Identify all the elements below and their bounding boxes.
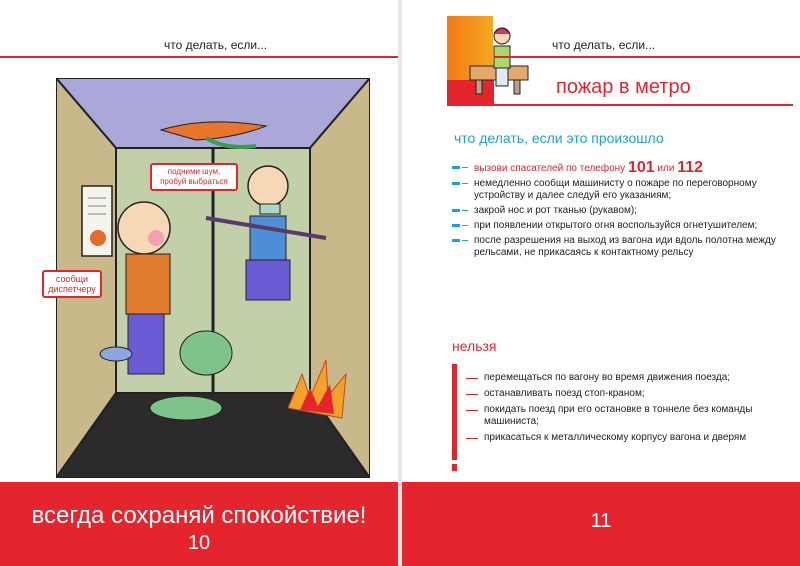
woman-on-bench-illustration — [469, 27, 529, 95]
list-item: перемещаться по вагону во время движения… — [466, 372, 796, 384]
list-item: при появлении открытого огня воспользуйс… — [452, 220, 782, 232]
list-item-call-rescuers: вызови спасателей по телефону 101 или 11… — [452, 159, 782, 176]
right-page-header: что делать, если... — [552, 38, 656, 52]
right-page: что делать, если... пожар в метро что де… — [402, 0, 800, 566]
page-title: пожар в метро — [556, 76, 691, 98]
forbidden-exclamation-bar — [452, 364, 457, 460]
list-item-text: после разрешения на выход из вагона иди … — [474, 235, 776, 258]
section-heading-what-to-do: что делать, если это произошло — [454, 130, 664, 146]
page-number-left: 10 — [187, 532, 211, 554]
left-page: что делать, если... — [0, 0, 398, 566]
bullet-tick-icon — [462, 240, 468, 241]
dash-marker-icon — [466, 410, 478, 411]
bullet-marker-icon — [452, 209, 460, 212]
instructions-list: вызови спасателей по телефону 101 или 11… — [452, 159, 782, 262]
list-item: останавливать поезд стоп-краном; — [466, 388, 796, 400]
list-item-text: при появлении открытого огня воспользуйс… — [474, 220, 758, 231]
dash-marker-icon — [466, 394, 478, 395]
callout-tell-dispatcher: сообщи диспетчеру — [42, 270, 102, 298]
callout-make-noise: подними шум, пробуй выбраться — [150, 163, 238, 191]
list-item-text: покидать поезд при его остановке в тонне… — [484, 404, 753, 427]
dash-marker-icon — [466, 438, 478, 439]
title-white-panel — [494, 70, 794, 104]
bullet-tick-icon — [462, 210, 468, 211]
list-item-text: закрой нос и рот тканью (рукавом); — [474, 205, 637, 216]
right-header-rule — [494, 56, 800, 58]
call-prefix: вызови спасателей по телефону — [474, 163, 626, 174]
list-item: покидать поезд при его остановке в тонне… — [466, 404, 796, 428]
bullet-tick-icon — [462, 225, 468, 226]
list-item: прикасаться к металлическому корпусу ваг… — [466, 432, 796, 444]
list-item: немедленно сообщи машинисту о пожаре по … — [452, 178, 782, 202]
footer-slogan: всегда сохраняй спокойствие! — [31, 502, 367, 529]
right-footer: 11 — [402, 482, 800, 566]
list-item-text: перемещаться по вагону во время движения… — [484, 372, 731, 383]
forbidden-exclamation-dot — [452, 464, 457, 471]
list-item-text: прикасаться к металлическому корпусу ваг… — [484, 432, 747, 443]
elevator-illustration — [56, 78, 370, 478]
call-or: или — [657, 163, 675, 174]
book-gutter — [398, 0, 402, 566]
bullet-marker-icon — [452, 182, 460, 185]
bullet-tick-icon — [462, 183, 468, 184]
bullet-marker-icon — [452, 224, 460, 227]
left-page-header: что делать, если... — [164, 38, 268, 52]
page-number-right: 11 — [590, 510, 612, 532]
list-item-text: немедленно сообщи машинисту о пожаре по … — [474, 178, 757, 201]
bullet-marker-icon — [452, 166, 460, 169]
left-header-rule — [0, 56, 398, 58]
bullet-marker-icon — [452, 239, 460, 242]
section-heading-forbidden: нельзя — [452, 338, 497, 354]
list-item: после разрешения на выход из вагона иди … — [452, 235, 782, 259]
phone-number-101: 101 — [627, 159, 655, 176]
list-item: закрой нос и рот тканью (рукавом); — [452, 205, 782, 217]
phone-number-112: 112 — [677, 159, 704, 176]
list-item-text: останавливать поезд стоп-краном; — [484, 388, 645, 399]
left-footer: всегда сохраняй спокойствие! 10 — [0, 482, 398, 566]
bullet-tick-icon — [462, 167, 468, 168]
dash-marker-icon — [466, 378, 478, 379]
forbidden-list: перемещаться по вагону во время движения… — [466, 372, 796, 448]
